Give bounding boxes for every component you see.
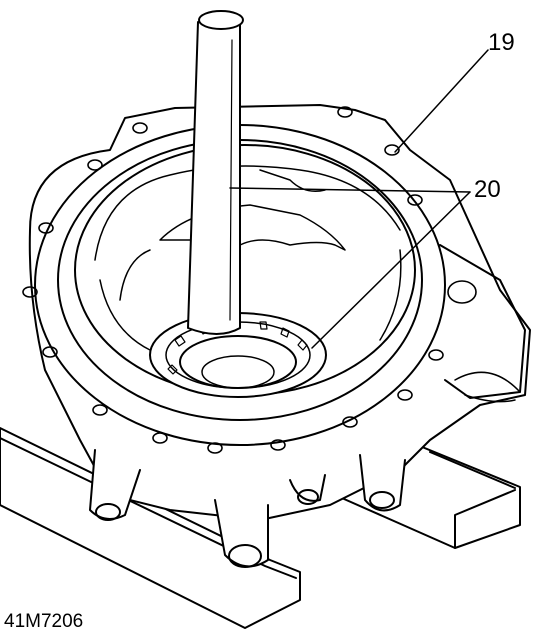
leader-19 — [394, 49, 489, 153]
bearing-inner-race — [179, 335, 297, 389]
rail-right-top — [429, 451, 516, 549]
foot-right — [359, 454, 406, 512]
foot-left — [89, 449, 141, 520]
bolt-hole — [397, 389, 413, 401]
bearing-assembly — [149, 312, 327, 398]
drift-tool — [187, 10, 244, 335]
bolt-hole — [92, 404, 108, 416]
bolt-hole — [384, 144, 400, 156]
housing-feet — [89, 449, 406, 568]
support-rails — [0, 427, 521, 629]
bearing-bore — [201, 355, 275, 389]
bolt-hole — [152, 432, 168, 444]
bolt-hole — [132, 122, 148, 134]
leader-20-to-bearing — [311, 191, 471, 349]
figure-id: 41M7206 — [4, 611, 84, 632]
flange-bolt-holes — [22, 106, 477, 454]
callout-20: 20 — [474, 176, 501, 203]
foot-rear-hole — [297, 489, 319, 505]
bolt-hole — [42, 346, 58, 358]
leader-lines — [229, 49, 489, 349]
bolt-hole — [87, 159, 103, 171]
bolt-hole — [407, 194, 423, 206]
bolt-hole — [38, 222, 54, 234]
bolt-hole — [270, 439, 286, 451]
bolt-hole — [22, 286, 38, 298]
leader-20-to-tool — [229, 187, 471, 193]
bolt-hole — [342, 416, 358, 428]
bolt-hole — [428, 349, 444, 361]
bolt-hole-large — [447, 280, 477, 304]
bolt-hole — [337, 106, 353, 118]
drift-tool-top — [198, 10, 244, 30]
foot-left-hole — [95, 503, 121, 521]
bolt-hole — [207, 442, 223, 454]
callout-19: 19 — [488, 29, 515, 56]
rail-left-top — [0, 437, 297, 579]
drift-tool-shading — [229, 39, 233, 321]
drift-tool-body — [187, 21, 241, 335]
foot-right-hole — [369, 491, 395, 509]
foot-middle-hole — [228, 544, 262, 568]
rail-left — [0, 427, 301, 629]
housing-right-edge-shade — [454, 371, 521, 403]
